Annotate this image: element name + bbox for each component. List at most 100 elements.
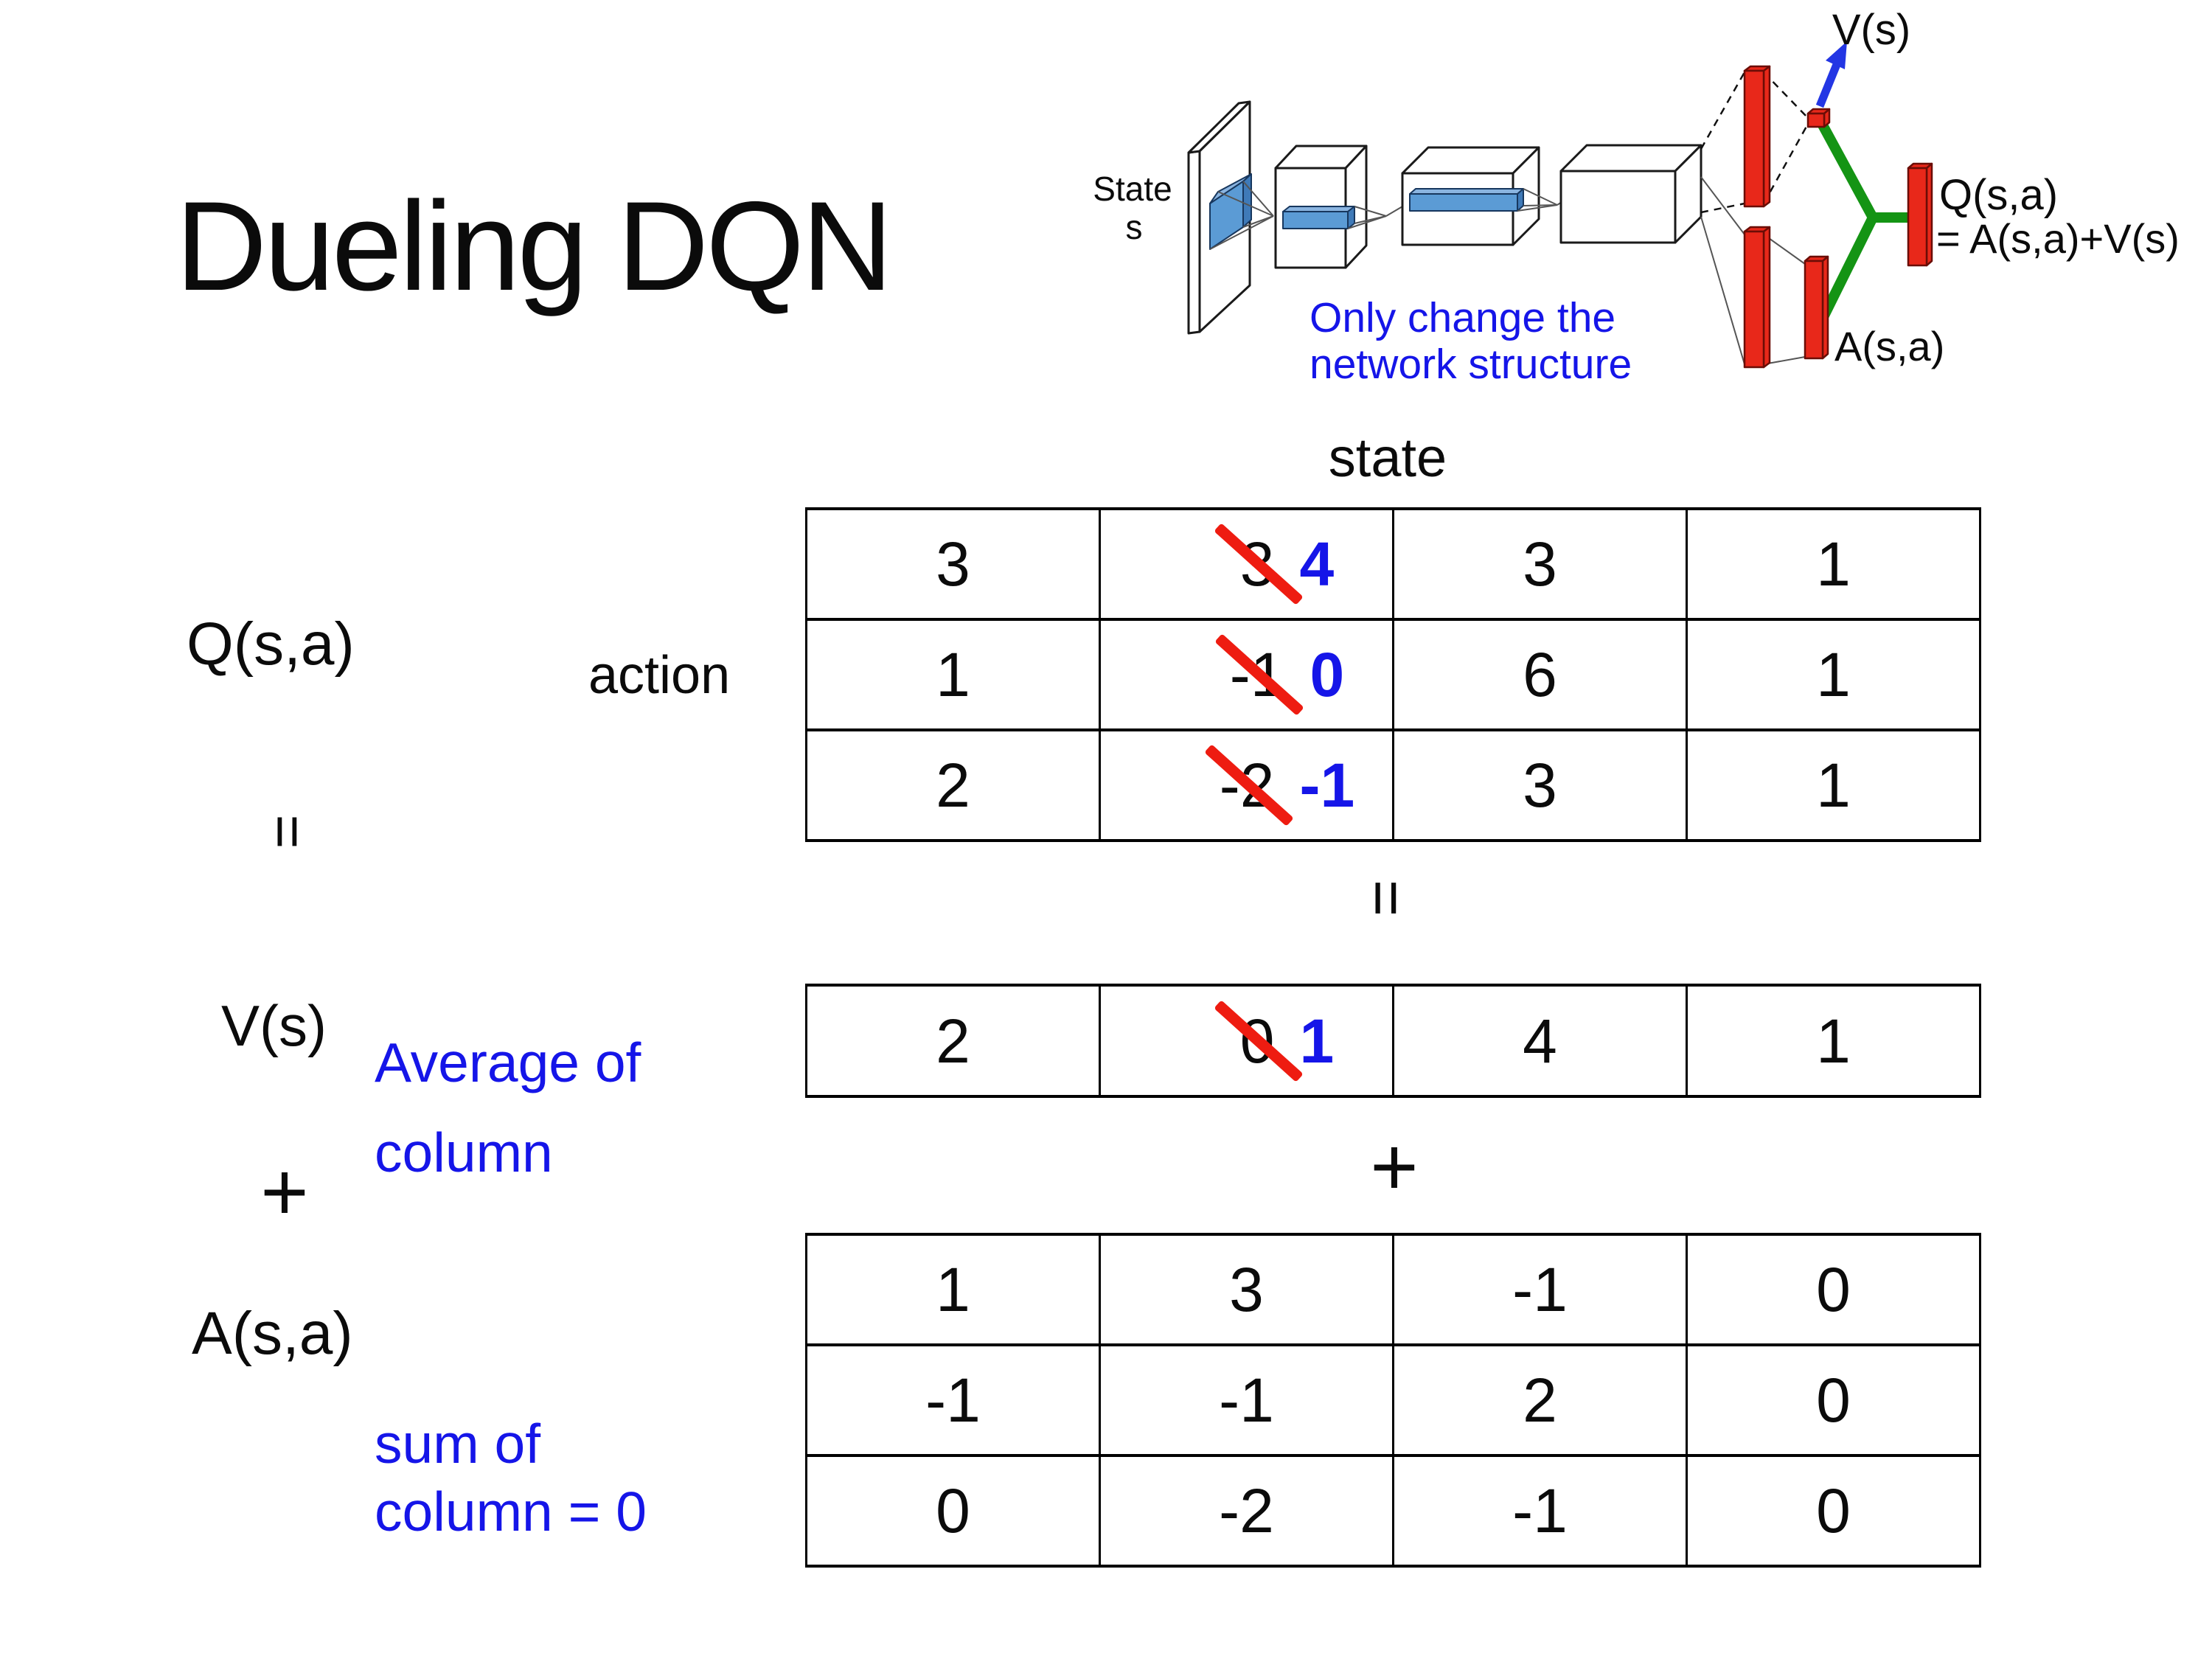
a-cell: 0 [1686,1233,1981,1346]
cell-value: 1 [936,1255,970,1324]
dueling-network-diagram: State s Only change the network structur… [1093,6,2180,388]
diagram-note-line2: network structure [1310,341,1632,388]
q-cell: 2 [805,728,1101,842]
feature-bar-2 [1409,188,1524,212]
diagram-state-label-line1: State [1093,170,1172,208]
hidden-bar-bottom [1743,226,1771,369]
table-row: -1 -1 2 0 [805,1343,1981,1457]
table-row: 2 0 1 4 1 [805,984,1981,1098]
cell-value: 1 [1816,529,1851,599]
value-node [1806,108,1831,128]
q-output-bar [1907,162,1933,267]
q-cell: 3 [1392,507,1688,621]
sum-note-line1: sum of [375,1413,541,1475]
new-value: 0 [1310,640,1345,709]
diagram-note-line1: Only change the [1310,294,1615,341]
cell-value: 0 [1816,1476,1851,1545]
table-row: 3 3 4 3 1 [805,507,1981,621]
cell-value: 2 [1523,1366,1557,1435]
table-row: 1 -1 0 6 1 [805,618,1981,731]
q-value-table: 3 3 4 3 1 1 -1 0 6 1 2 [805,507,1981,842]
average-note-line1: Average of [375,1032,641,1093]
v-cell: 2 [805,984,1101,1098]
a-cell: -1 [1392,1233,1688,1346]
diagram-state-label-line2: s [1126,208,1143,246]
cell-value: 2 [936,751,970,820]
q-cell: 1 [1686,618,1981,731]
value-arrow-icon [1815,41,1847,108]
cell-value: 1 [936,640,970,709]
a-cell: 0 [1686,1343,1981,1457]
a-cell: -2 [1099,1454,1394,1568]
q-cell: 6 [1392,618,1688,731]
diagram-q-output-formula: = A(s,a)+V(s) [1936,215,2180,262]
table-row: 0 -2 -1 0 [805,1454,1981,1568]
fc-solid-links [1700,176,1806,365]
cell-value: 6 [1523,640,1557,709]
table-row: 1 3 -1 0 [805,1233,1981,1346]
diagram-a-output-label: A(s,a) [1834,323,1944,369]
advantage-bar [1804,255,1829,360]
average-of-column-note: Average of column [375,1018,641,1197]
a-cell: 0 [805,1454,1101,1568]
advantage-table: 1 3 -1 0 -1 -1 2 0 0 -2 -1 0 [805,1233,1981,1568]
q-cell: 3 [805,507,1101,621]
average-note-line2: column [375,1121,553,1183]
q-cell-updated: -1 0 [1099,618,1394,731]
equals-sign-rotated-center: = [1351,879,1422,917]
a-cell: 3 [1099,1233,1394,1346]
plus-sign-left: + [260,1146,309,1238]
projection-lines-1 [1209,181,1274,250]
a-cell: -1 [805,1343,1101,1457]
a-cell: 2 [1392,1343,1688,1457]
fc-dashed-links [1700,72,1809,214]
q-cell: 1 [805,618,1101,731]
table-row: 2 -2 -1 3 1 [805,728,1981,842]
action-axis-label: action [588,646,731,705]
diagram-v-output-label: V(s) [1832,6,1910,54]
q-cell: 3 [1392,728,1688,842]
cell-value: 1 [1816,640,1851,709]
a-cell: 1 [805,1233,1101,1346]
cell-value: 0 [936,1476,970,1545]
state-axis-label: state [1328,427,1447,488]
cell-value: 4 [1523,1006,1557,1076]
q-cell-updated: -2 -1 [1099,728,1394,842]
q-cell: 1 [1686,507,1981,621]
hidden-bar-top [1743,65,1771,208]
v-value-table: 2 0 1 4 1 [805,984,1981,1098]
q-cell-updated: 3 4 [1099,507,1394,621]
cell-value: -1 [1512,1476,1568,1545]
cell-value: 3 [936,529,970,599]
plus-sign-center: + [1370,1121,1419,1213]
v-term-label: V(s) [221,993,327,1058]
v-cell: 1 [1686,984,1981,1098]
cell-value: 3 [1523,529,1557,599]
cell-value: 3 [1229,1255,1264,1324]
cell-value: -1 [925,1366,981,1435]
cell-value: 1 [1816,1006,1851,1076]
cell-value: 0 [1816,1255,1851,1324]
a-term-label: A(s,a) [192,1300,353,1367]
diagram-q-output-label: Q(s,a) [1939,171,2058,219]
a-cell: 0 [1686,1454,1981,1568]
v-cell: 4 [1392,984,1688,1098]
new-value: -1 [1299,751,1355,820]
conv-box-3 [1559,144,1703,244]
v-cell-updated: 0 1 [1099,984,1394,1098]
cell-value: 0 [1816,1366,1851,1435]
cell-value: 1 [1816,751,1851,820]
cell-value: -2 [1219,1476,1274,1545]
feature-bar-1 [1282,206,1355,229]
q-cell: 1 [1686,728,1981,842]
equals-sign-rotated-left: = [255,814,321,849]
merge-connector [1816,119,1910,319]
sum-of-column-note: sum of column = 0 [375,1410,647,1545]
cell-value: -1 [1219,1366,1274,1435]
a-cell: -1 [1099,1343,1394,1457]
cell-value: -1 [1512,1255,1568,1324]
slide-title: Dueling DQN [175,175,893,317]
a-cell: -1 [1392,1454,1688,1568]
q-term-label: Q(s,a) [187,611,355,678]
